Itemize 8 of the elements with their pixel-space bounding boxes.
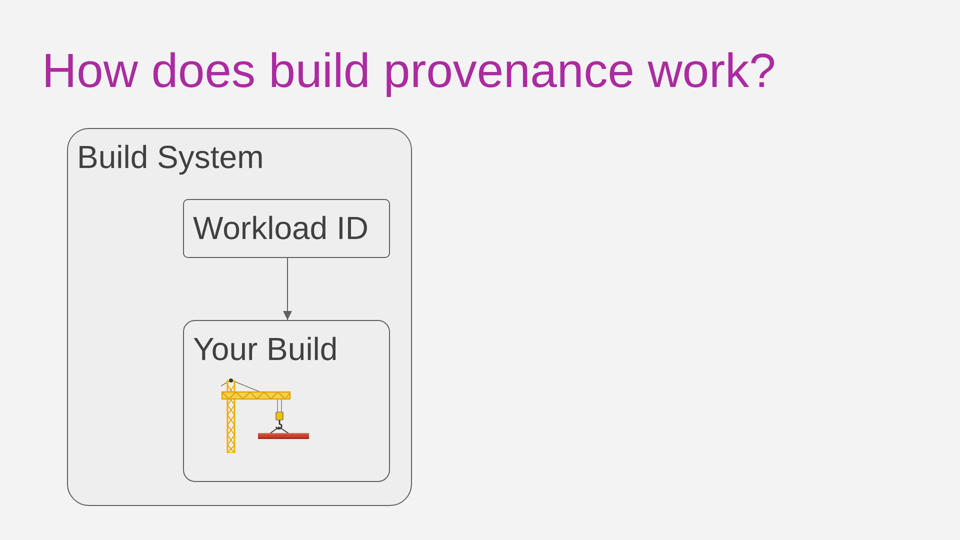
node-label: Build System (77, 139, 264, 175)
node-label: Workload ID (193, 210, 368, 246)
node-label: Your Build (193, 331, 338, 367)
arrow (283, 258, 292, 320)
process-box (183, 199, 390, 258)
process-box (183, 320, 390, 482)
container-box (67, 128, 412, 506)
slide-title: How does build provenance work? (42, 44, 776, 100)
